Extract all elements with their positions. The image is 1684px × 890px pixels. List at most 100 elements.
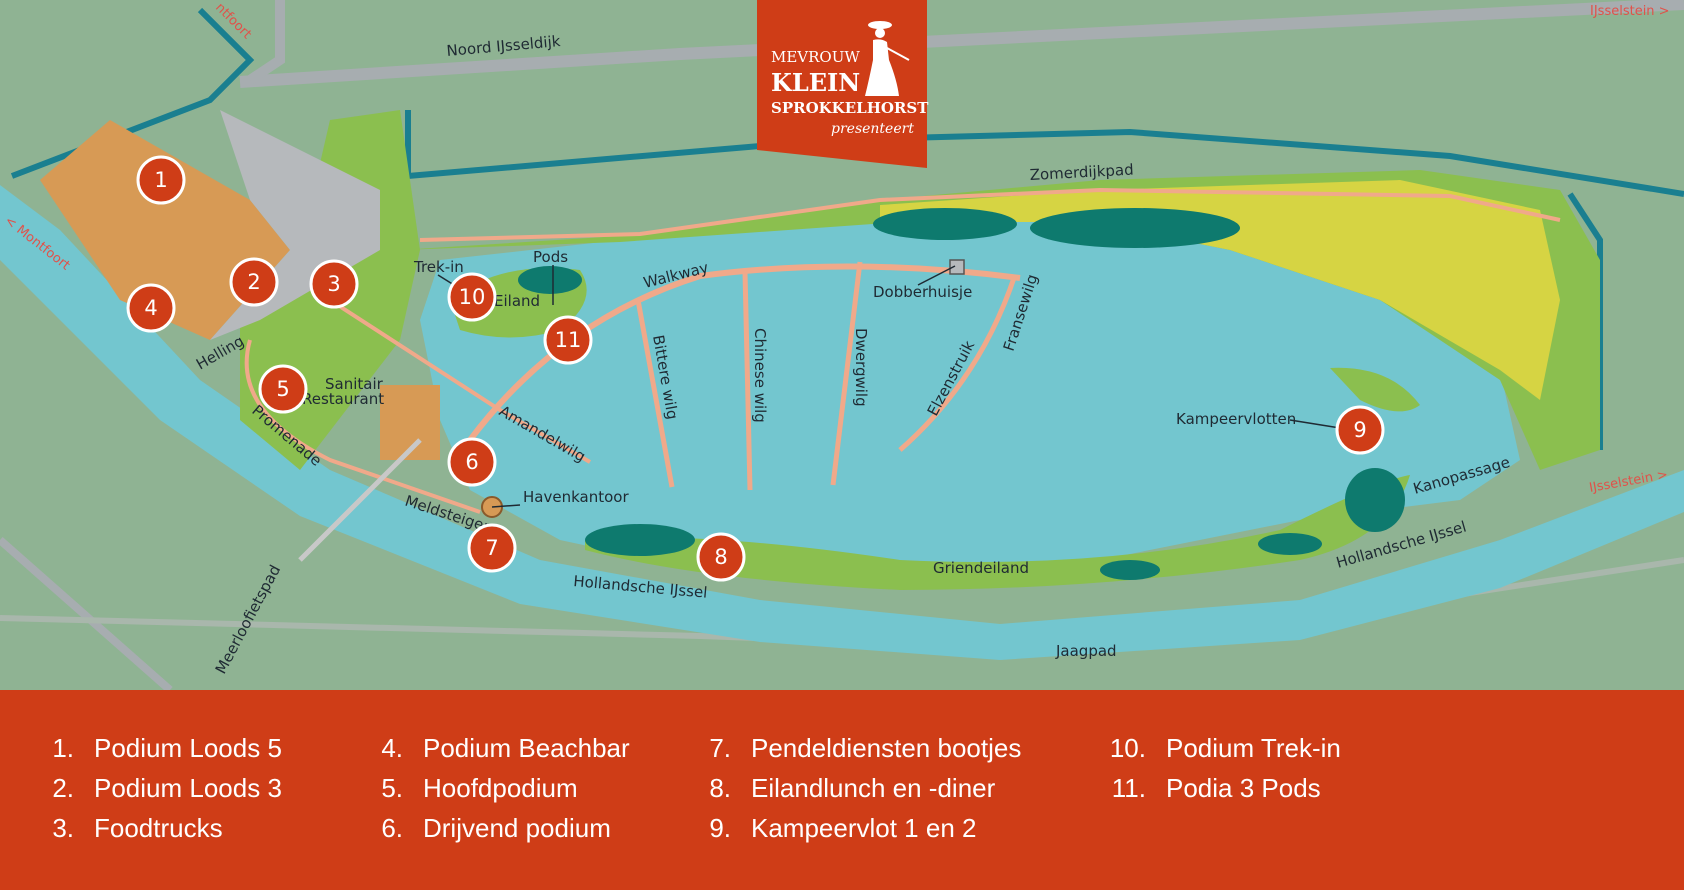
lady-silhouette-icon [865, 21, 910, 96]
label-dobberhuisje: Dobberhuisje [873, 283, 972, 301]
label-griendeiland: Griendeiland [933, 559, 1029, 577]
brand-banner: MEVROUW KLEIN SPROKKELHORST presenteert [757, 0, 929, 168]
label-dwergwilg: Dwergwilg [852, 328, 870, 407]
legend-item-label: Hoofdpodium [423, 772, 578, 803]
svg-text:6: 6 [465, 450, 478, 474]
tree-cluster [1345, 468, 1405, 532]
legend-item-number: 1. [52, 732, 74, 763]
pier-dwergwilg [830, 261, 863, 486]
legend-item-label: Podia 3 Pods [1166, 772, 1321, 803]
amandelwilg-path [328, 298, 592, 464]
legend-item-label: Podium Loods 3 [94, 772, 282, 803]
marker-3[interactable]: 3 [309, 259, 359, 309]
marker-5[interactable]: 5 [258, 364, 308, 414]
loods-buildings [40, 120, 290, 340]
leader-line [1289, 419, 1341, 429]
griendeiland [585, 475, 1410, 590]
legend-item-number: 3. [52, 812, 74, 843]
legend-item-number: 7. [709, 732, 731, 763]
road-southwest [0, 537, 173, 690]
legend-item: 11. Podia 3 Pods [1090, 768, 1341, 808]
svg-text:9: 9 [1353, 418, 1366, 442]
label-ijsselstein-top: IJsselstein > [1590, 4, 1670, 19]
pier-bittere-wilg [635, 299, 675, 488]
brand-sprokkelhorst: SPROKKELHORST [771, 99, 929, 117]
legend-item: 7. Pendeldiensten bootjes [675, 728, 1021, 768]
marker-10[interactable]: 10 [447, 272, 497, 322]
marker-4[interactable]: 4 [126, 283, 176, 333]
svg-text:7: 7 [485, 536, 498, 560]
legend-item: 5. Hoofdpodium [347, 768, 630, 808]
legend-item-number: 8. [709, 772, 731, 803]
label-havenkantoor: Havenkantoor [523, 488, 629, 506]
legend-item: 9. Kampeervlot 1 en 2 [675, 808, 1021, 848]
legend-item-label: Podium Loods 5 [94, 732, 282, 763]
label-jaagpad: Jaagpad [1055, 642, 1117, 660]
legend-item-number: 11. [1111, 772, 1146, 803]
marker-9[interactable]: 9 [1335, 405, 1385, 455]
legend-item-number: 6. [381, 812, 403, 843]
pier-chinese-wilg [742, 271, 753, 491]
svg-text:4: 4 [144, 296, 157, 320]
legend-item: 4.Podium Beachbar [347, 728, 630, 768]
label-eiland: Eiland [494, 292, 540, 310]
legend-item: 10.Podium Trek-in [1090, 728, 1341, 768]
label-zomerdijkpad: Zomerdijkpad [1029, 161, 1134, 184]
marker-11[interactable]: 11 [543, 315, 593, 365]
kampeervlotten-island [1330, 367, 1420, 412]
label-trek-in: Trek-in [413, 258, 464, 276]
tree-cluster [1030, 208, 1240, 248]
label-pods: Pods [533, 248, 568, 266]
beach-area [880, 180, 1560, 400]
legend-item-label: Eilandlunch en -diner [751, 772, 996, 803]
svg-text:8: 8 [714, 545, 727, 569]
label-sanitair: Sanitair [325, 375, 384, 393]
walkway [467, 263, 1021, 442]
legend-item-number: 10. [1109, 732, 1146, 763]
tree-cluster [518, 266, 582, 294]
harbour-water [420, 222, 1520, 580]
legend-column-4: 10.Podium Trek-in 11. Podia 3 Pods [1090, 728, 1341, 808]
ditch-north [405, 110, 1684, 197]
svg-text:11: 11 [555, 328, 582, 352]
river-hollandsche-ijssel [0, 185, 1684, 660]
legend-item: 3. Foodtrucks [18, 808, 282, 848]
legend-item: 6. Drijvend podium [347, 808, 630, 848]
marker-1[interactable]: 1 [136, 155, 186, 205]
legend-item-label: Foodtrucks [94, 812, 223, 843]
marker-8[interactable]: 8 [696, 532, 746, 582]
legend-column-1: 1. Podium Loods 5 2. Podium Loods 3 3. Food… [18, 728, 282, 848]
marker-7[interactable]: 7 [467, 523, 517, 573]
brand-mevrouw: MEVROUW [771, 48, 860, 66]
svg-text:5: 5 [276, 377, 289, 401]
dobberhuisje-icon [949, 259, 965, 275]
legend-item: 1. Podium Loods 5 [18, 728, 282, 768]
legend-item-label: Podium Beachbar [423, 732, 630, 763]
leader-line [917, 265, 956, 286]
promenade-path [244, 339, 481, 514]
legend-item-label: Kampeervlot 1 en 2 [751, 812, 977, 843]
legend-item: 2. Podium Loods 3 [18, 768, 282, 808]
svg-text:10: 10 [459, 285, 486, 309]
tree-cluster [1100, 560, 1160, 580]
road-noord-ijsseldijk [239, 0, 1684, 88]
tree-cluster [873, 208, 1017, 240]
pier-fransewilg [898, 274, 1018, 452]
leader-line [491, 504, 521, 508]
legend-item-label: Drijvend podium [423, 812, 611, 843]
brand-presenteert: presenteert [831, 121, 914, 137]
legend-item-label: Pendeldiensten bootjes [751, 732, 1022, 763]
tree-cluster [1258, 533, 1322, 555]
legend-column-2: 4.Podium Beachbar 5. Hoofdpodium 6. Drijve… [347, 728, 630, 848]
legend-item-number: 5. [381, 772, 403, 803]
legend-item-number: 9. [709, 812, 731, 843]
brand-klein: KLEIN [771, 68, 861, 97]
svg-text:1: 1 [154, 168, 167, 192]
marker-2[interactable]: 2 [229, 257, 279, 307]
legend: 1. Podium Loods 5 2. Podium Loods 3 3. Food… [0, 690, 1684, 890]
tree-cluster [585, 524, 695, 556]
label-restaurant: Restaurant [302, 390, 384, 408]
legend-item-number: 2. [52, 772, 74, 803]
legend-column-3: 7. Pendeldiensten bootjes 8. Eilandlunch e… [675, 728, 1021, 848]
marker-6[interactable]: 6 [447, 437, 497, 487]
